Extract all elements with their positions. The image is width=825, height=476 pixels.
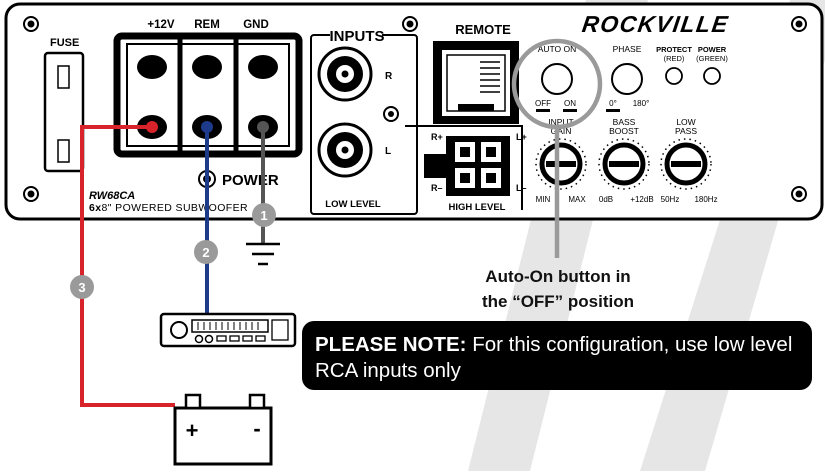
auto-on-off-label: OFF — [535, 99, 551, 108]
model-number: RW68CA — [89, 190, 135, 202]
remote-label: REMOTE — [455, 22, 511, 37]
callout-line-2: the “OFF” position — [481, 292, 635, 311]
power-led — [703, 67, 721, 85]
svg-text:3: 3 — [78, 280, 85, 295]
rca-jack-right — [317, 46, 373, 102]
phase-180-label: 180° — [633, 99, 650, 108]
auto-on-button[interactable] — [541, 63, 573, 95]
auto-on-on-label: ON — [564, 99, 576, 108]
high-level-label: HIGH LEVEL — [448, 202, 505, 213]
terminal-dot-gnd — [257, 121, 269, 133]
hl-r-plus: R+ — [431, 132, 443, 142]
gain-knob[interactable] — [535, 138, 587, 190]
terminal-dot-12v — [146, 121, 158, 133]
gain-max-label: MAX — [568, 195, 586, 204]
battery-minus: - — [253, 416, 260, 441]
high-level-section — [405, 125, 523, 210]
auto-on-off-marker — [536, 109, 550, 112]
please-note-box: PLEASE NOTE: For this configuration, use… — [302, 321, 812, 390]
bass-label-line2: BOOST — [609, 126, 639, 136]
auto-on-on-marker — [563, 109, 577, 112]
phase-0-label: 0° — [609, 99, 617, 108]
auto-on-callout: Auto-On button in the “OFF” position — [428, 264, 688, 314]
panel-screws — [23, 16, 807, 202]
wire-12v-red — [80, 125, 175, 407]
hl-l-plus: L+ — [516, 132, 527, 142]
bass-min-label: 0dB — [599, 195, 613, 204]
lowpass-label-line2: PASS — [675, 126, 697, 136]
auto-on-label: AUTO ON — [538, 44, 577, 54]
bass-max-label: +12dB — [630, 195, 653, 204]
high-level-connector — [424, 136, 510, 196]
gain-label-line2: GAIN — [551, 126, 572, 136]
low-pass-knob[interactable] — [660, 138, 712, 190]
terminal-label-12v: +12V — [147, 19, 175, 31]
head-unit-icon — [159, 312, 297, 348]
protect-led — [665, 67, 683, 85]
note-heading: PLEASE NOTE: — [315, 333, 467, 356]
svg-text:2: 2 — [202, 245, 209, 260]
low-level-label: LOW LEVEL — [325, 199, 381, 210]
power-led-label: POWER — [698, 45, 727, 54]
terminal-label-rem: REM — [194, 19, 220, 31]
ground-screw — [383, 106, 399, 122]
inputs-title: INPUTS — [329, 28, 384, 45]
bass-label-line1: BASS — [613, 117, 636, 127]
rca-label-l: L — [385, 146, 391, 157]
fuse-holder — [43, 51, 85, 173]
rca-jack-left — [317, 122, 373, 178]
lowpass-min-label: 50Hz — [661, 195, 680, 204]
phase-label: PHASE — [613, 44, 642, 54]
callout-line-1: Auto-On button in — [485, 267, 631, 286]
bass-boost-knob[interactable] — [598, 138, 650, 190]
marker-3: 3 — [70, 275, 94, 299]
terminal-dot-rem — [201, 121, 213, 133]
phase-0-marker — [606, 109, 620, 112]
rca-label-r: R — [385, 71, 393, 82]
model-description: 6x8" POWERED SUBWOOFER — [89, 202, 248, 214]
power-label: POWER — [222, 172, 279, 189]
battery-icon — [173, 393, 273, 466]
remote-jack — [433, 41, 519, 124]
lowpass-label-line1: LOW — [676, 117, 695, 127]
gain-min-label: MIN — [536, 195, 551, 204]
gain-label-line1: INPUT — [548, 117, 574, 127]
note-text: For this configuration, use low level RC… — [315, 333, 793, 382]
brand-logo: ROCKVILLE — [581, 11, 731, 37]
power-led-color-label: (GREEN) — [696, 54, 728, 63]
marker-2: 2 — [194, 240, 218, 264]
marker-1: 1 — [252, 203, 276, 227]
battery-plus: + — [186, 418, 199, 443]
protect-color-label: (RED) — [664, 54, 685, 63]
svg-text:1: 1 — [260, 208, 267, 223]
ground-symbol — [246, 242, 280, 266]
protect-label: PROTECT — [656, 45, 692, 54]
terminal-label-gnd: GND — [243, 19, 269, 31]
phase-button[interactable] — [611, 63, 643, 95]
lowpass-max-label: 180Hz — [694, 195, 717, 204]
hl-r-minus: R– — [431, 183, 443, 193]
hl-l-minus: L– — [516, 183, 527, 193]
fuse-label: FUSE — [50, 37, 79, 49]
